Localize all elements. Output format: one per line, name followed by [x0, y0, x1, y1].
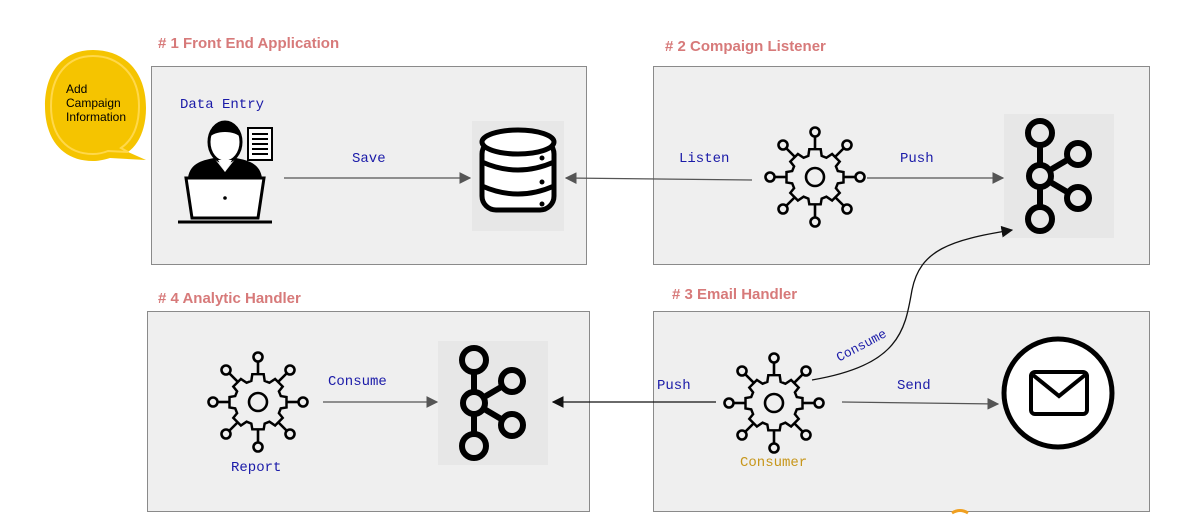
listen-label: Listen — [679, 151, 730, 167]
callout-line: Campaign — [66, 96, 121, 110]
edge-mark — [951, 509, 969, 515]
listen-arrow — [564, 172, 753, 184]
consume-curve-arrow — [811, 225, 1014, 381]
callout-text: Add Campaign Information — [66, 82, 126, 124]
callout-line: Add — [66, 82, 88, 96]
callout-bubble — [45, 50, 146, 161]
microservice-gear-icon — [764, 126, 866, 228]
database-icon — [479, 127, 557, 213]
consumer-label: Consumer — [740, 455, 808, 471]
push-top-label: Push — [900, 151, 934, 167]
user-laptop-icon — [178, 120, 273, 224]
consume-left-label: Consume — [328, 374, 387, 390]
callout-line: Information — [66, 110, 127, 124]
kafka-icon — [1028, 121, 1089, 231]
send-arrow — [841, 398, 1000, 410]
email-title: # 3 Email Handler — [672, 286, 798, 303]
push-bottom-label: Push — [657, 378, 691, 394]
microservice-gear-icon — [723, 352, 825, 454]
send-label: Send — [897, 378, 931, 394]
data-entry-label: Data Entry — [180, 97, 265, 113]
save-label: Save — [352, 151, 386, 167]
listener-title: # 2 Compaign Listener — [665, 38, 826, 55]
kafka-top-icon-bg — [1004, 114, 1114, 238]
kafka-bottom-icon-bg — [438, 341, 548, 465]
microservice-gear-icon — [207, 351, 309, 453]
kafka-icon — [462, 348, 523, 458]
front-end-title: # 1 Front End Application — [158, 35, 340, 52]
report-label: Report — [231, 460, 282, 476]
analytic-title: # 4 Analytic Handler — [158, 290, 301, 307]
email-icon — [1001, 336, 1115, 450]
